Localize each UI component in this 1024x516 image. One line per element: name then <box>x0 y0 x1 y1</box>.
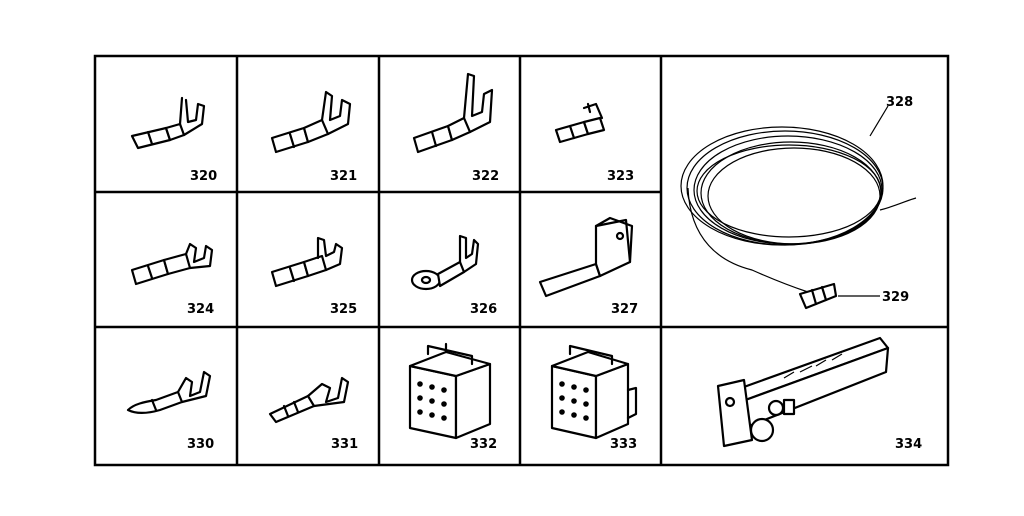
label-329: 329 <box>882 290 909 305</box>
part-321-flat-terminal-insulated-icon <box>270 90 352 154</box>
part-324-flat-terminal-double-icon <box>130 242 214 286</box>
part-322-flat-terminal-long-tab-icon <box>412 72 494 154</box>
label-324: 324 <box>187 302 214 317</box>
label-326: 326 <box>470 302 497 317</box>
part-330-round-pin-terminal-icon <box>126 370 212 415</box>
label-334: 334 <box>895 437 922 452</box>
part-320-flat-terminal-icon <box>130 96 206 150</box>
label-325: 325 <box>330 302 357 317</box>
part-labels: 320 321 322 323 324 325 326 327 328 329 … <box>187 95 922 452</box>
label-332: 332 <box>470 437 497 452</box>
label-327: 327 <box>611 302 638 317</box>
part-333-connector-housing-bracket-icon <box>550 344 638 440</box>
label-328: 328 <box>886 95 913 110</box>
part-328-wire-coil-icon <box>680 105 917 293</box>
part-329-wire-end-cap-icon <box>798 282 880 310</box>
label-323: 323 <box>607 169 634 184</box>
part-327-angled-terminal-icon <box>538 216 634 298</box>
label-322: 322 <box>472 169 499 184</box>
part-332-connector-housing-icon <box>408 342 492 440</box>
part-334-connector-box-icon <box>716 336 890 448</box>
part-331-round-socket-terminal-icon <box>268 376 350 424</box>
part-325-flat-terminal-variant-icon <box>270 236 344 288</box>
grid-frame <box>93 54 950 467</box>
label-320: 320 <box>190 169 217 184</box>
label-330: 330 <box>187 437 214 452</box>
part-323-flat-terminal-small-icon <box>554 102 606 144</box>
label-321: 321 <box>330 169 357 184</box>
label-331: 331 <box>331 437 358 452</box>
part-326-ring-terminal-icon <box>410 234 480 291</box>
label-333: 333 <box>610 437 637 452</box>
